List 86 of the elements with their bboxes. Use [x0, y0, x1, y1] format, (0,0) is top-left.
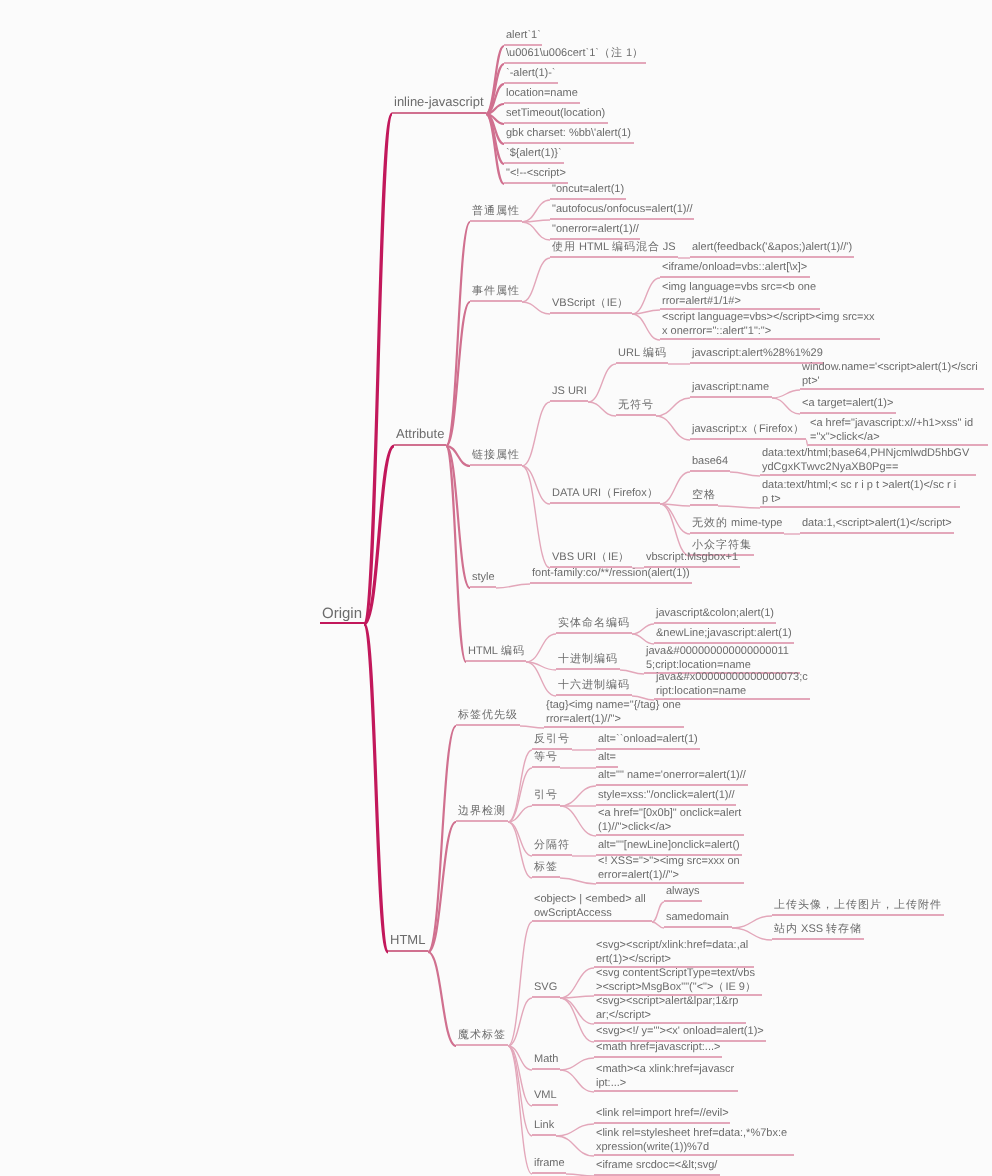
branch-line — [651, 921, 665, 929]
branch-line — [559, 877, 597, 885]
branch-line — [445, 221, 471, 447]
branch-line — [555, 1135, 595, 1157]
branch-line — [445, 444, 471, 468]
branch-line — [571, 855, 597, 857]
branch-line — [631, 633, 655, 645]
branch-line — [659, 503, 691, 507]
branch-line — [771, 397, 801, 415]
branch-line — [507, 997, 533, 1047]
branch-line — [521, 257, 551, 303]
branch-line — [485, 45, 505, 115]
branch-line — [717, 505, 761, 509]
branch-line — [521, 199, 551, 223]
branch-line — [507, 821, 533, 879]
branch-line — [507, 1045, 533, 1107]
branch-line — [559, 997, 595, 1025]
branch-line — [525, 633, 557, 663]
branch-line — [427, 951, 457, 1047]
branch-line — [445, 445, 471, 589]
branch-line — [485, 113, 505, 165]
branch-line — [677, 257, 691, 259]
branch-line — [507, 1045, 533, 1175]
branch-line — [731, 927, 773, 941]
branch-line — [521, 301, 551, 315]
branch-line — [571, 749, 597, 751]
branch-line — [559, 967, 595, 999]
branch-line — [631, 309, 661, 315]
branch-line — [555, 1123, 595, 1137]
branch-line — [559, 805, 597, 837]
branch-line — [619, 669, 645, 675]
branch-line — [805, 439, 809, 447]
branch-line — [485, 113, 505, 185]
branch-line — [519, 725, 545, 729]
branch-line — [525, 661, 557, 671]
branch-line — [521, 465, 551, 569]
branch-line — [507, 749, 533, 823]
branch-line — [559, 767, 597, 769]
branch-line — [587, 363, 617, 403]
branch-line — [659, 471, 691, 505]
branch-line — [521, 221, 551, 241]
branch-line — [362, 444, 396, 626]
branch-line — [631, 313, 661, 341]
branch-line — [521, 465, 551, 505]
branch-line — [485, 112, 505, 126]
branch-line — [362, 113, 394, 625]
branch-line — [427, 725, 457, 953]
branch-line — [659, 503, 691, 557]
branch-line — [445, 445, 467, 663]
branch-line — [525, 661, 557, 697]
branch-line — [731, 915, 773, 929]
branch-line — [507, 1045, 533, 1137]
branch-line — [427, 821, 457, 953]
branch-line — [631, 277, 661, 315]
branch-line — [655, 415, 691, 441]
branch-line — [559, 1069, 595, 1093]
branch-line — [559, 805, 597, 807]
branch-line — [729, 471, 761, 477]
branch-line — [587, 401, 617, 417]
branch-line — [521, 219, 551, 223]
branch-line — [485, 83, 505, 115]
branch-line — [631, 695, 655, 701]
branch-line — [507, 1045, 533, 1071]
branch-line — [495, 583, 531, 589]
branch-line — [631, 623, 655, 635]
branch-line — [485, 102, 505, 116]
branch-line — [507, 821, 533, 857]
branch-line — [631, 567, 645, 569]
branch-line — [783, 533, 801, 535]
branch-line — [485, 63, 505, 115]
branch-line — [651, 901, 665, 923]
branch-line — [565, 1173, 595, 1176]
branch-line — [667, 363, 691, 365]
branch-line — [485, 113, 505, 145]
branch-line — [771, 389, 801, 399]
branch-line — [559, 995, 595, 999]
branch-line — [659, 503, 691, 535]
branch-line — [521, 401, 551, 467]
branch-line — [559, 997, 595, 1043]
branch-line — [507, 921, 533, 1047]
branch-line — [507, 805, 533, 823]
branch-line — [559, 1057, 595, 1071]
branch-line — [445, 301, 471, 447]
branch-line — [507, 767, 533, 823]
branch-line — [655, 397, 691, 417]
branch-line — [362, 623, 390, 953]
